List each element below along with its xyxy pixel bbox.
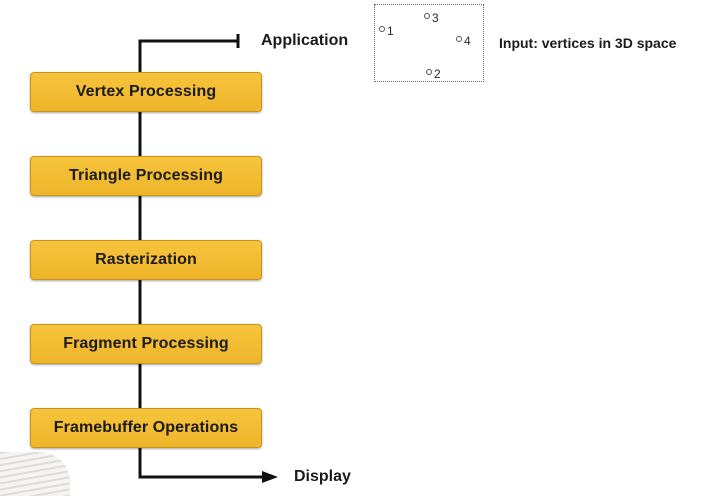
stage-label: Framebuffer Operations — [53, 419, 239, 436]
input-caption: Input: vertices in 3D space — [499, 35, 677, 51]
application-label: Application — [261, 32, 349, 49]
vertex-label: 4 — [464, 34, 471, 48]
vertex-3: 3 — [424, 12, 439, 24]
vertex-label: 3 — [432, 11, 439, 25]
application-input-line — [138, 39, 238, 72]
stage-vertex-processing: Vertex Processing — [30, 72, 262, 112]
stage-label: Triangle Processing — [69, 167, 223, 184]
background-object — [0, 452, 70, 496]
stage-framebuffer-operations: Framebuffer Operations — [30, 408, 262, 448]
vertex-dot-icon — [426, 69, 432, 75]
vertex-label: 1 — [387, 24, 394, 38]
display-arrowhead — [262, 471, 278, 483]
vertex-dot-icon — [424, 13, 430, 19]
vertex-1: 1 — [379, 25, 394, 37]
stage-label: Fragment Processing — [63, 335, 229, 352]
stage-rasterization: Rasterization — [30, 240, 262, 280]
vertex-label: 2 — [434, 67, 441, 81]
display-label: Display — [294, 468, 351, 485]
vertex-dot-icon — [379, 26, 385, 32]
stage-fragment-processing: Fragment Processing — [30, 324, 262, 364]
stage-triangle-processing: Triangle Processing — [30, 156, 262, 196]
vertex-2: 2 — [426, 68, 441, 80]
vertex-4: 4 — [456, 35, 471, 47]
display-output-line — [138, 447, 264, 479]
input-vertices-frame: 1 2 3 4 — [374, 4, 484, 82]
stage-label: Vertex Processing — [75, 83, 217, 100]
vertex-dot-icon — [456, 36, 462, 42]
stage-label: Rasterization — [95, 251, 197, 268]
